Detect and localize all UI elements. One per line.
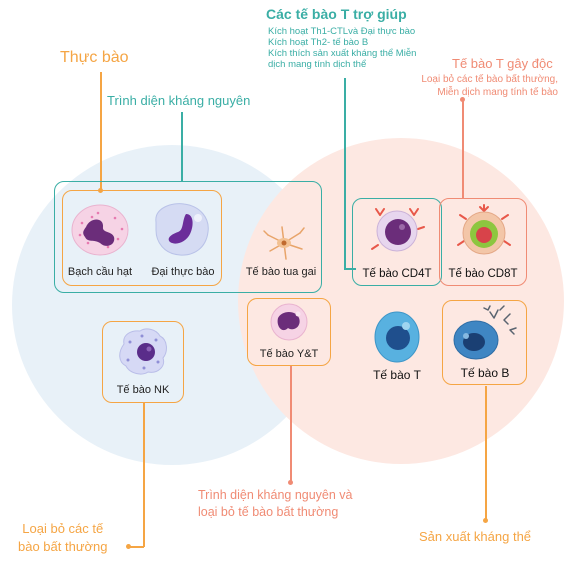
remove-abnormal-line: bào bất thường <box>18 539 108 554</box>
helper-t-title: Các tế bào T trợ giúp <box>266 6 407 22</box>
t-cell-label: Tế bào T <box>373 368 421 382</box>
macrophage-label: Đại thực bào <box>151 266 215 278</box>
connector-helper-t-h <box>344 268 356 270</box>
connector-helper-t <box>344 78 346 268</box>
phagocyte-group-box <box>62 190 222 286</box>
helper-t-line: dịch mang tính dịch thể <box>268 59 367 70</box>
cd8t-cell-label: Tế bào CD8T <box>448 268 518 280</box>
antigen-presentation-label: Trình diện kháng nguyên <box>107 93 251 108</box>
cytotoxic-t-line: Loại bỏ các tế bào bất thường, <box>421 74 558 85</box>
macrophage-icon <box>155 203 209 256</box>
nk-cell-icon <box>119 328 167 375</box>
overlap-description: Trình diện kháng nguyên và loại bỏ tế bà… <box>198 487 353 521</box>
antigen-presenting-group-box <box>54 181 322 293</box>
connector-nk-h <box>130 546 144 548</box>
connector-antigen <box>181 112 183 182</box>
phagocytosis-title: Thực bào <box>60 49 129 66</box>
remove-abnormal-line: Loại bỏ các tế <box>22 521 104 536</box>
cd4t-cell-icon <box>371 208 425 252</box>
helper-t-line: Kích hoạt Th2- tế bào B <box>268 37 369 48</box>
granulocyte-icon <box>71 204 129 256</box>
remove-abnormal-description: Loại bỏ các tế bào bất thường <box>18 520 108 556</box>
cd4t-box <box>352 198 442 286</box>
connector-dot <box>126 544 131 549</box>
connector-dot <box>460 97 465 102</box>
dendritic-cell-icon <box>263 226 305 260</box>
gamma-delta-t-cell-icon <box>270 303 308 341</box>
b-cell-box <box>442 300 527 385</box>
connector-overlap <box>290 366 292 483</box>
t-cell-icon <box>374 311 420 363</box>
cd4t-cell-label: Tế bào CD4T <box>362 268 432 280</box>
nk-cell-label: Tế bào NK <box>116 384 170 396</box>
cd8t-box <box>439 198 527 286</box>
connector-dot <box>288 480 293 485</box>
dendritic-cell-label: Tế bào tua gai <box>245 266 317 278</box>
granulocyte-label: Bạch cầu hạt <box>67 266 133 278</box>
helper-t-line: Kích thích sản xuất kháng thể Miễn <box>268 48 417 59</box>
adaptive-immunity-circle <box>238 138 564 464</box>
cd8t-cell-icon <box>457 204 511 255</box>
overlap-line: Trình diện kháng nguyên và <box>198 488 353 502</box>
nk-box <box>102 321 184 403</box>
connector-dot <box>483 518 488 523</box>
helper-t-line: Kích hoạt Th1-CTLvà Đại thực bào <box>268 26 416 37</box>
connector-b-cell <box>485 386 487 521</box>
cytotoxic-t-description: Loại bỏ các tế bào bất thường, Miễn dịch… <box>421 73 558 99</box>
overlap-line: loại bỏ tế bào bất thường <box>198 505 339 519</box>
gamma-delta-t-cell-label: Tế bào Y&T <box>259 348 319 360</box>
connector-phagocytosis <box>100 72 102 190</box>
cytotoxic-t-line: Miễn dịch mang tính tế bào <box>437 87 558 98</box>
helper-t-description: Kích hoạt Th1-CTLvà Đại thực bào Kích ho… <box>268 26 416 70</box>
gamma-delta-t-box <box>247 298 331 366</box>
connector-cytotoxic-t <box>462 100 464 198</box>
b-cell-icon <box>453 305 517 360</box>
antibody-production-label: Sản xuất kháng thể <box>419 529 532 544</box>
connector-nk <box>143 402 145 547</box>
b-cell-label: Tế bào B <box>460 366 510 380</box>
cytotoxic-t-title: Tế bào T gây độc <box>452 56 553 71</box>
